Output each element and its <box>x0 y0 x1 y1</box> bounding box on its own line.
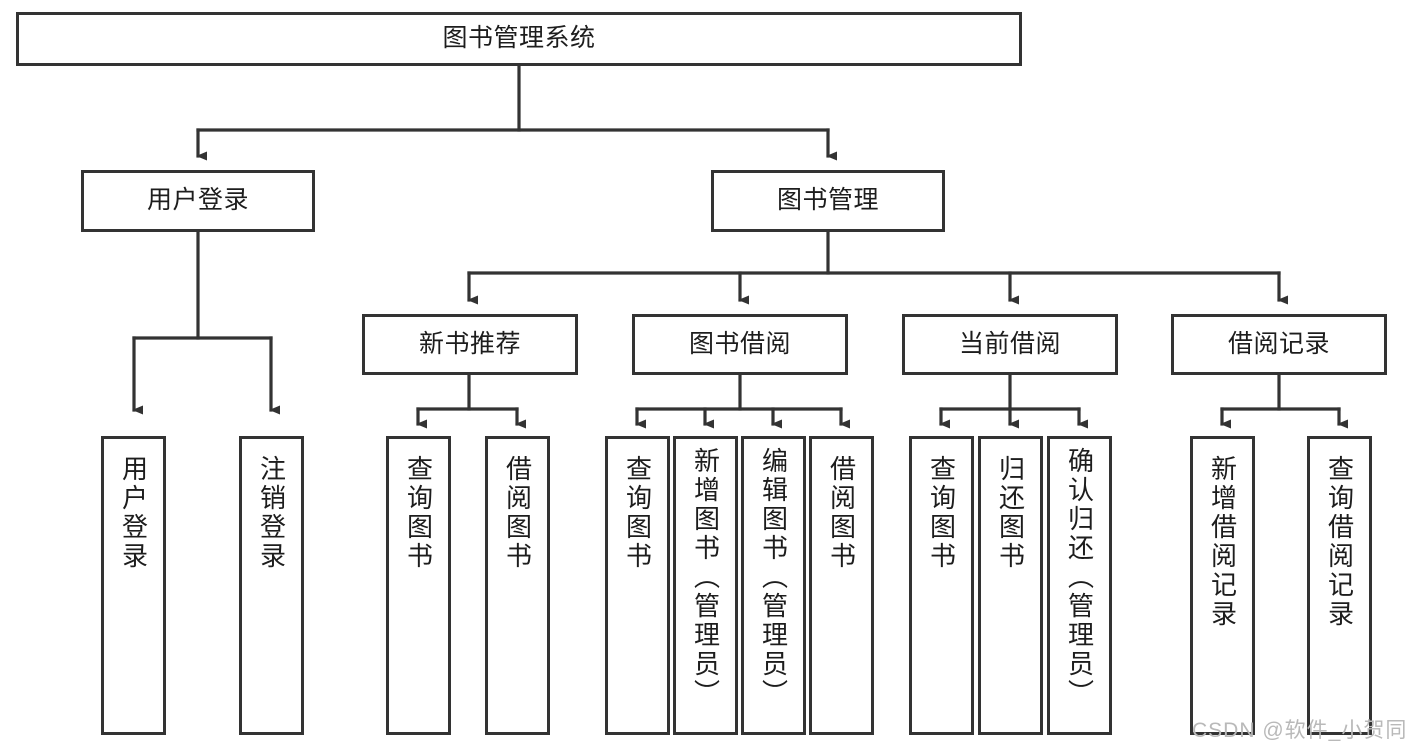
node-new-book-recommend-label: 新书推荐 <box>418 329 521 358</box>
node-leaf-query-record[interactable]: 查询借阅记录 <box>1307 436 1372 735</box>
node-book-management[interactable]: 图书管理 <box>711 170 945 232</box>
node-current-borrow[interactable]: 当前借阅 <box>902 314 1118 375</box>
node-leaf-query-book-1-label: 查询图书 <box>403 455 434 571</box>
node-leaf-logout-login-label: 注销登录 <box>256 455 287 571</box>
node-leaf-logout-login[interactable]: 注销登录 <box>239 436 304 735</box>
node-book-management-label: 图书管理 <box>776 186 879 215</box>
node-leaf-borrow-book-1-label: 借阅图书 <box>502 455 533 571</box>
node-leaf-edit-book[interactable]: 编辑图书（管理员） <box>741 436 806 735</box>
node-leaf-query-book-2-label: 查询图书 <box>622 455 653 571</box>
node-leaf-borrow-book-2[interactable]: 借阅图书 <box>809 436 874 735</box>
node-root[interactable]: 图书管理系统 <box>16 12 1022 66</box>
node-leaf-borrow-book-2-label: 借阅图书 <box>826 455 857 571</box>
node-leaf-query-book-3-label: 查询图书 <box>926 455 957 571</box>
node-leaf-add-book[interactable]: 新增图书（管理员） <box>673 436 738 735</box>
node-leaf-query-book-2[interactable]: 查询图书 <box>605 436 670 735</box>
node-leaf-borrow-book-1[interactable]: 借阅图书 <box>485 436 550 735</box>
node-leaf-add-record-label: 新增借阅记录 <box>1207 455 1238 629</box>
node-borrow-record-label: 借阅记录 <box>1227 329 1330 358</box>
node-leaf-confirm-return[interactable]: 确认归还（管理员） <box>1047 436 1112 735</box>
node-leaf-return-book-label: 归还图书 <box>995 455 1026 571</box>
node-user-login[interactable]: 用户登录 <box>81 170 315 232</box>
node-leaf-query-book-3[interactable]: 查询图书 <box>909 436 974 735</box>
node-new-book-recommend[interactable]: 新书推荐 <box>362 314 578 375</box>
node-book-borrow[interactable]: 图书借阅 <box>632 314 848 375</box>
node-book-borrow-label: 图书借阅 <box>688 329 791 358</box>
node-leaf-return-book[interactable]: 归还图书 <box>978 436 1043 735</box>
node-user-login-label: 用户登录 <box>146 186 249 215</box>
node-leaf-user-login[interactable]: 用户登录 <box>101 436 166 735</box>
node-leaf-add-book-label: 新增图书（管理员） <box>690 447 721 708</box>
node-leaf-query-book-1[interactable]: 查询图书 <box>386 436 451 735</box>
node-leaf-confirm-return-label: 确认归还（管理员） <box>1064 447 1095 708</box>
node-borrow-record[interactable]: 借阅记录 <box>1171 314 1387 375</box>
node-leaf-edit-book-label: 编辑图书（管理员） <box>758 447 789 708</box>
csdn-watermark: CSDN @软件_小贺同学 <box>1192 719 1405 742</box>
node-leaf-user-login-label: 用户登录 <box>118 455 149 571</box>
node-leaf-query-record-label: 查询借阅记录 <box>1324 455 1355 629</box>
node-root-label: 图书管理系统 <box>442 24 596 53</box>
node-leaf-add-record[interactable]: 新增借阅记录 <box>1190 436 1255 735</box>
node-current-borrow-label: 当前借阅 <box>958 329 1061 358</box>
